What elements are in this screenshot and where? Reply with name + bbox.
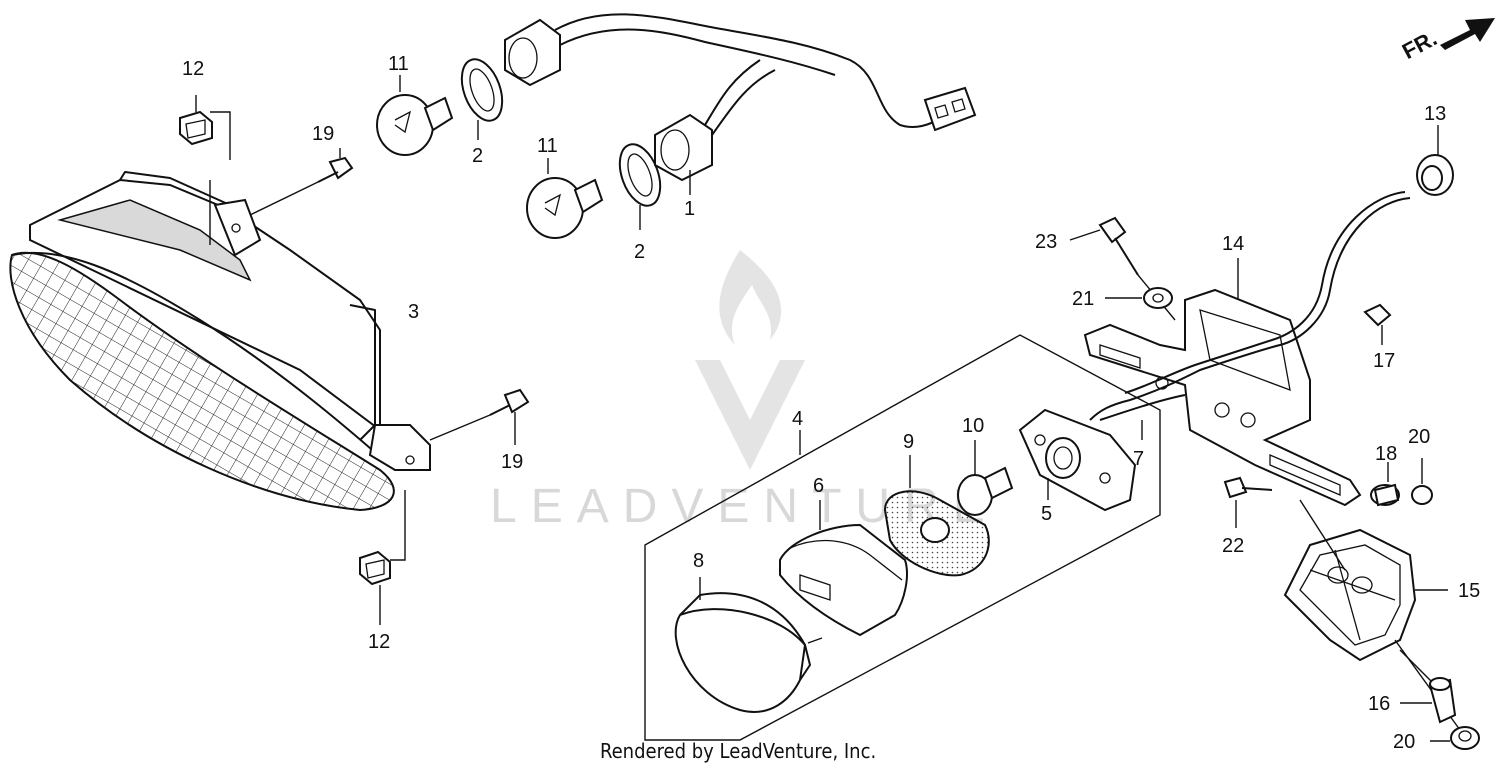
part-11-bulb-lower: [526, 158, 604, 239]
part-6-cover: [779, 500, 908, 637]
callout-2-lower: 2: [634, 241, 645, 263]
part-2-gasket-upper: [460, 58, 504, 140]
callout-11-upper: 11: [388, 53, 409, 75]
part-23-bolt: [1069, 216, 1176, 321]
part-20-nut-lower: [1430, 726, 1480, 750]
watermark: LEADVENTURE: [490, 250, 985, 533]
callout-8: 8: [693, 550, 704, 572]
part-21-washer: [1105, 287, 1173, 309]
callout-20-lower: 20: [1393, 731, 1415, 753]
part-20-nut-upper: [1411, 458, 1433, 505]
callout-7: 7: [1133, 448, 1144, 470]
part-19-screw-bottom: [429, 388, 530, 445]
callout-23: 23: [1035, 231, 1057, 253]
part-10-bulb: [957, 440, 1014, 516]
part-19-screw-top: [249, 148, 354, 216]
render-credit: Rendered by LeadVenture, Inc.: [600, 739, 877, 763]
part-22-bolt: [1223, 476, 1273, 528]
part-9-gasket: [883, 455, 990, 577]
callout-16: 16: [1368, 693, 1390, 715]
part-12-clip-nut-top: [179, 95, 231, 245]
callout-11-lower: 11: [537, 135, 558, 157]
callout-labels: 1 2 2 3 4 5 6 7 8 9 10 11 11 12 12 13 14…: [182, 53, 1480, 753]
part-13-grommet: [1416, 125, 1454, 196]
callout-22: 22: [1222, 535, 1244, 557]
callout-10: 10: [962, 415, 984, 437]
part-4-license-light-assembly: [644, 334, 1161, 741]
callout-17: 17: [1373, 350, 1395, 372]
part-2-gasket-lower: [618, 143, 662, 230]
callout-4: 4: [792, 408, 803, 430]
callout-1: 1: [684, 198, 695, 220]
part-14-license-bracket: [1083, 191, 1411, 507]
callout-3: 3: [408, 301, 419, 323]
callout-12-lower: 12: [368, 631, 390, 653]
callout-20-upper: 20: [1408, 426, 1430, 448]
callout-2-upper: 2: [472, 145, 483, 167]
callout-6: 6: [813, 475, 824, 497]
part-8-lens: [674, 577, 823, 713]
callout-15: 15: [1458, 580, 1480, 602]
part-16-collar: [1400, 677, 1457, 724]
part-11-bulb-upper: [376, 75, 454, 156]
part-5-socket: [1018, 408, 1137, 512]
callout-19-lower: 19: [501, 451, 523, 473]
part-12-clip-nut-bottom: [359, 490, 406, 625]
callout-18: 18: [1375, 443, 1397, 465]
part-3-taillight-assembly: [9, 171, 431, 512]
part-17-rivet: [1363, 303, 1392, 345]
callout-19-upper: 19: [312, 123, 334, 145]
front-direction-arrow: [1440, 18, 1495, 50]
part-1-socket-harness: [504, 13, 977, 195]
callout-9: 9: [903, 431, 914, 453]
callout-21: 21: [1072, 288, 1094, 310]
callout-13: 13: [1424, 103, 1446, 125]
callout-12-upper: 12: [182, 58, 204, 80]
part-18-collar: [1370, 462, 1400, 507]
callout-14: 14: [1222, 233, 1244, 255]
part-7-wire: [1099, 394, 1186, 440]
callout-5: 5: [1041, 503, 1052, 525]
